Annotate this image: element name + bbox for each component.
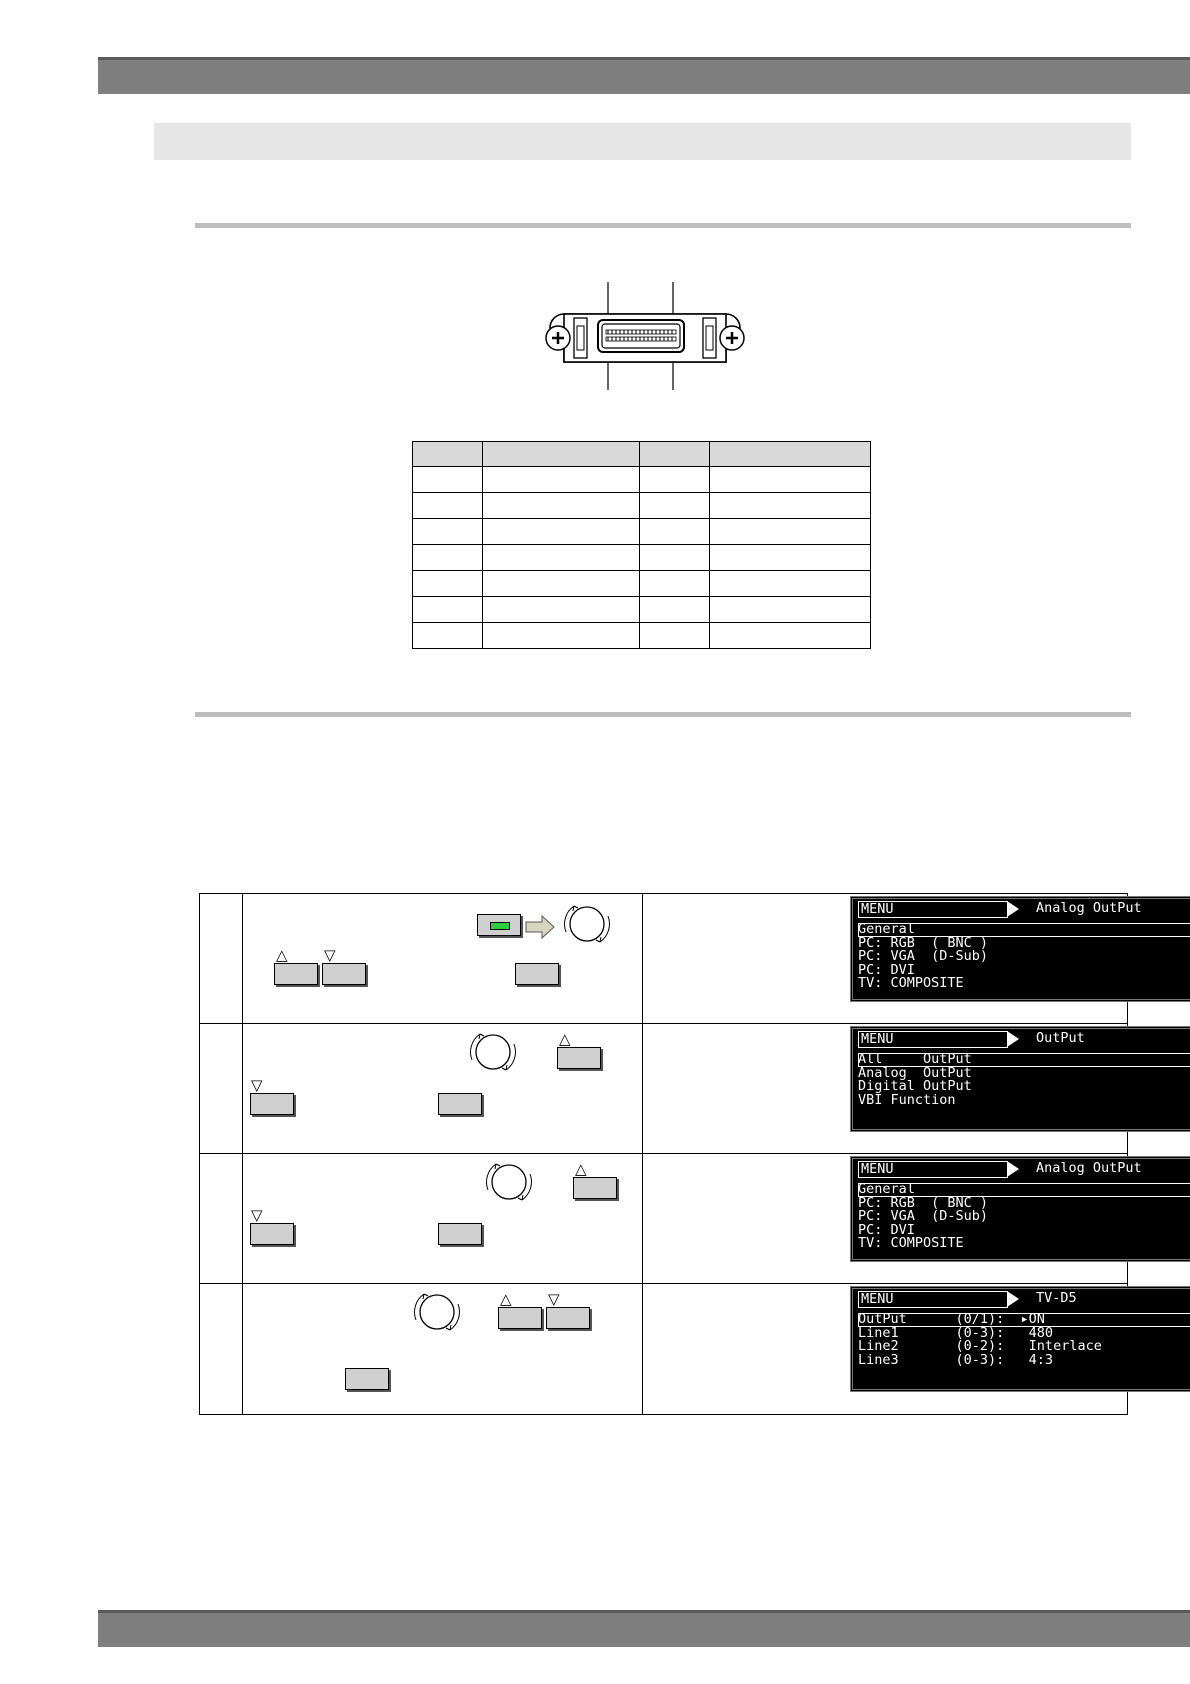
up-key[interactable] bbox=[573, 1177, 617, 1199]
lcd-title: Analog OutPut bbox=[1036, 1160, 1142, 1176]
step-description-cell: △ ▽ bbox=[242, 1284, 643, 1414]
procedure-row-3: △ ▽ MENU Analog OutPut General>> PC: RGB… bbox=[200, 1154, 1190, 1284]
up-arrow-icon: △ bbox=[559, 1030, 571, 1048]
down-key[interactable] bbox=[250, 1093, 294, 1115]
down-key[interactable] bbox=[250, 1223, 294, 1245]
enter-key[interactable] bbox=[438, 1093, 482, 1115]
pin-assignment-table bbox=[412, 441, 871, 649]
table-row bbox=[412, 596, 871, 623]
lcd-menu-item[interactable]: Digital OutPut>> bbox=[858, 1078, 972, 1094]
step-number-cell bbox=[200, 1154, 243, 1283]
up-key[interactable] bbox=[498, 1307, 542, 1329]
lcd-screen-1: MENU Analog OutPut General>> PC: RGB ( B… bbox=[850, 896, 1190, 1002]
lcd-screen-2: MENU OutPut All OutPut>> Analog OutPut>>… bbox=[850, 1026, 1190, 1132]
table-row bbox=[412, 622, 871, 649]
step-description-cell: △ ▽ bbox=[242, 894, 643, 1023]
right-arrow-icon bbox=[525, 914, 555, 940]
lcd-header: MENU Analog OutPut bbox=[858, 901, 1190, 918]
menu-key-with-led[interactable] bbox=[477, 914, 521, 936]
table-row bbox=[412, 466, 871, 493]
down-arrow-icon: ▽ bbox=[324, 946, 336, 964]
led-indicator-icon bbox=[490, 922, 510, 930]
jog-dial-icon[interactable] bbox=[560, 898, 614, 950]
lcd-menu-item[interactable]: PC: RGB ( BNC )>> bbox=[858, 934, 989, 951]
table-row bbox=[412, 570, 871, 597]
enter-key[interactable] bbox=[438, 1223, 482, 1245]
lcd-menu-label: MENU bbox=[858, 1161, 1019, 1178]
lcd-menu-label: MENU bbox=[858, 901, 1019, 918]
down-arrow-icon: ▽ bbox=[251, 1206, 263, 1224]
procedure-row-4: △ ▽ MENU TV-D5 OutPut (0/1): ▸ON Line1 (… bbox=[200, 1284, 1190, 1414]
lcd-menu-label: MENU bbox=[858, 1031, 1019, 1048]
up-arrow-icon: △ bbox=[276, 946, 288, 964]
up-key[interactable] bbox=[274, 963, 318, 985]
down-arrow-icon: ▽ bbox=[548, 1290, 560, 1308]
lcd-menu-item[interactable]: PC: RGB ( BNC )>> bbox=[858, 1194, 989, 1211]
lcd-screen-4: MENU TV-D5 OutPut (0/1): ▸ON Line1 (0-3)… bbox=[850, 1286, 1190, 1392]
procedure-row-1: △ ▽ MENU Analog OutPut General>> PC: RGB… bbox=[200, 894, 1190, 1024]
lcd-menu-item[interactable]: OutPut (0/1): ▸ON bbox=[858, 1312, 1190, 1327]
lcd-screen-3: MENU Analog OutPut General>> PC: RGB ( B… bbox=[850, 1156, 1190, 1262]
down-key[interactable] bbox=[322, 963, 366, 985]
lcd-menu-item[interactable]: Line2 (0-2): Interlace bbox=[858, 1338, 1102, 1354]
lcd-menu-item[interactable]: Analog OutPut>> bbox=[858, 1064, 972, 1081]
lcd-header: MENU Analog OutPut bbox=[858, 1161, 1190, 1178]
lcd-header: MENU TV-D5 bbox=[858, 1291, 1190, 1308]
connector-diagram bbox=[545, 282, 745, 390]
table-row bbox=[412, 492, 871, 519]
lcd-menu-item[interactable]: General>> bbox=[858, 1182, 1190, 1197]
header-bar bbox=[98, 57, 1190, 94]
lcd-menu-item[interactable]: TV: COMPOSITE>> bbox=[858, 975, 964, 991]
step-description-cell: △ ▽ bbox=[242, 1024, 643, 1153]
step-number-cell bbox=[200, 1024, 243, 1153]
lcd-title: TV-D5 bbox=[1036, 1290, 1077, 1306]
jog-dial-icon[interactable] bbox=[410, 1286, 464, 1338]
lcd-menu-item[interactable]: VBI Function>> bbox=[858, 1091, 956, 1108]
subsection-rule-2 bbox=[195, 712, 1131, 717]
down-key[interactable] bbox=[546, 1307, 590, 1329]
table-row bbox=[412, 544, 871, 571]
procedure-row-2: △ ▽ MENU OutPut All OutPut>> Analog OutP… bbox=[200, 1024, 1190, 1154]
lcd-menu-item[interactable]: TV: COMPOSITE>> bbox=[858, 1235, 964, 1251]
procedure-table: △ ▽ MENU Analog OutPut General>> PC: RGB… bbox=[199, 893, 1190, 1415]
lcd-menu-item[interactable]: PC: DVI>> bbox=[858, 1221, 915, 1238]
table-row bbox=[412, 518, 871, 545]
subsection-rule-1 bbox=[195, 223, 1131, 228]
up-key[interactable] bbox=[557, 1047, 601, 1069]
enter-key[interactable] bbox=[345, 1368, 389, 1390]
table-header-row bbox=[412, 441, 871, 467]
lcd-menu-item[interactable]: All OutPut>> bbox=[858, 1052, 1190, 1067]
jog-dial-icon[interactable] bbox=[482, 1156, 536, 1208]
jog-dial-icon[interactable] bbox=[466, 1026, 520, 1078]
step-description-cell: △ ▽ bbox=[242, 1154, 643, 1283]
lcd-menu-item[interactable]: PC: DVI>> bbox=[858, 961, 915, 978]
lcd-menu-item[interactable]: General>> bbox=[858, 922, 1190, 937]
enter-key[interactable] bbox=[515, 963, 559, 985]
lcd-menu-item[interactable]: Line1 (0-3): 480 bbox=[858, 1324, 1054, 1341]
step-number-cell bbox=[200, 894, 243, 1023]
lcd-title: OutPut bbox=[1036, 1030, 1085, 1046]
lcd-header: MENU OutPut bbox=[858, 1031, 1190, 1048]
footer-bar bbox=[98, 1610, 1190, 1647]
section-heading-bar bbox=[154, 123, 1131, 160]
lcd-title: Analog OutPut bbox=[1036, 900, 1142, 916]
lcd-menu-item[interactable]: PC: VGA (D-Sub)>> bbox=[858, 1208, 989, 1224]
lcd-menu-item[interactable]: Line3 (0-3): 4:3 bbox=[858, 1351, 1054, 1368]
lcd-menu-item[interactable]: PC: VGA (D-Sub)>> bbox=[858, 948, 989, 964]
up-arrow-icon: △ bbox=[500, 1290, 512, 1308]
up-arrow-icon: △ bbox=[575, 1160, 587, 1178]
lcd-menu-label: MENU bbox=[858, 1291, 1019, 1308]
step-number-cell bbox=[200, 1284, 243, 1414]
down-arrow-icon: ▽ bbox=[251, 1076, 263, 1094]
